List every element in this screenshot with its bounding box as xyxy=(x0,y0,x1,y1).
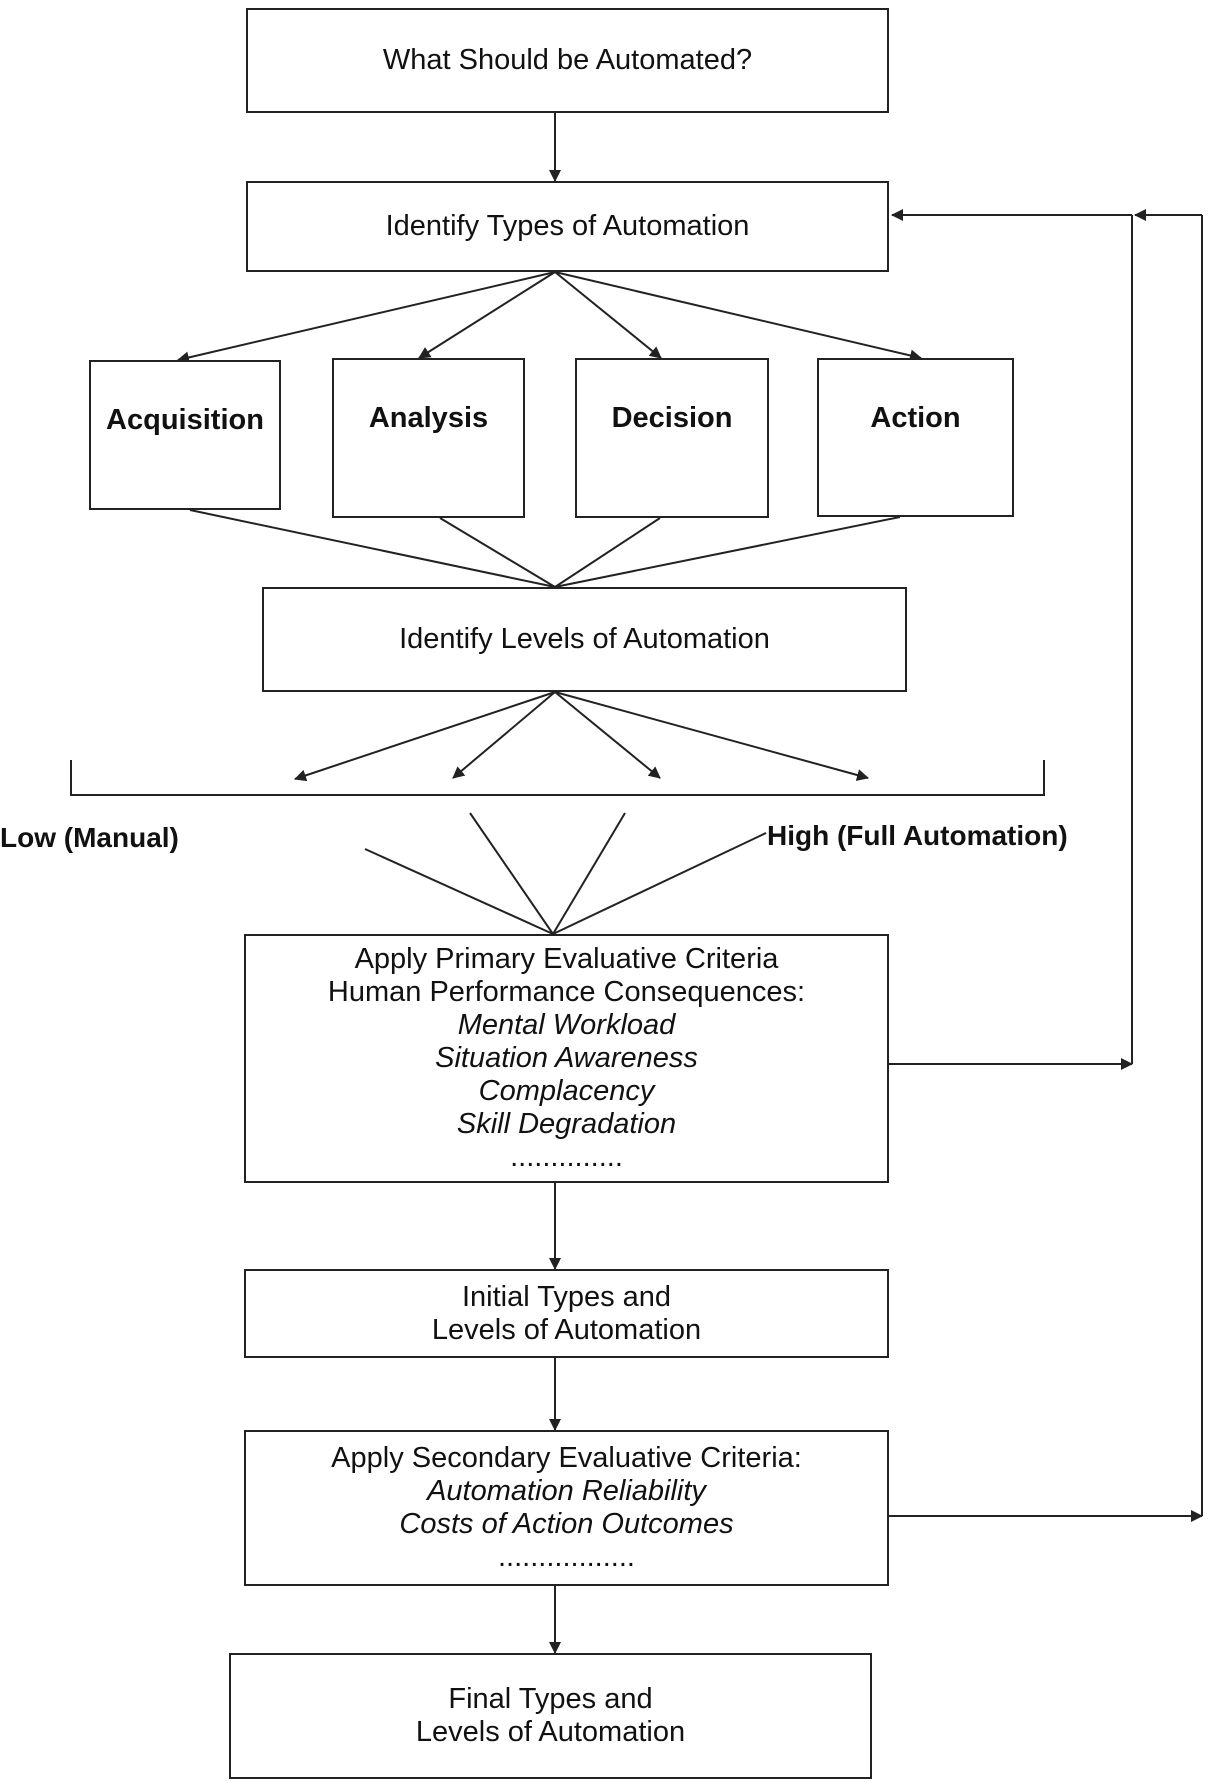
what-to-automate-label: What Should be Automated? xyxy=(382,44,753,76)
criterion-costs-of-action-outcomes: Costs of Action Outcomes xyxy=(399,1508,734,1540)
acquisition-label: Acquisition xyxy=(106,404,264,436)
arrow-to-analysis xyxy=(418,271,556,359)
acquisition-box: Acquisition xyxy=(89,360,281,510)
final-types-line1: Final Types and xyxy=(448,1683,653,1715)
converge-action xyxy=(554,516,901,588)
converge-scale-2 xyxy=(469,812,554,935)
final-types-line2: Levels of Automation xyxy=(415,1716,686,1748)
initial-types-line1: Initial Types and xyxy=(461,1280,672,1313)
criterion-mental-workload: Mental Workload xyxy=(457,1009,676,1041)
secondary-criteria-title: Apply Secondary Evaluative Criteria: xyxy=(331,1442,802,1474)
analysis-label: Analysis xyxy=(368,402,489,434)
initial-types-line2: Levels of Automation xyxy=(431,1313,702,1346)
arrow-to-decision xyxy=(554,271,662,359)
decision-box: Decision xyxy=(575,358,769,518)
arrow-level-3 xyxy=(554,691,661,779)
criterion-skill-degradation: Skill Degradation xyxy=(456,1108,677,1140)
decision-label: Decision xyxy=(611,402,733,434)
identify-levels-box: Identify Levels of Automation xyxy=(262,587,907,692)
primary-criteria-ellipsis: .............. xyxy=(510,1141,623,1173)
identify-levels-label: Identify Levels of Automation xyxy=(399,623,770,655)
primary-criteria-subtitle: Human Performance Consequences: xyxy=(327,976,806,1008)
converge-decision xyxy=(554,517,661,588)
converge-scale-4 xyxy=(552,832,767,935)
final-types-box: Final Types and Levels of Automation xyxy=(229,1653,872,1779)
arrow-to-action xyxy=(554,271,922,362)
arrow-level-1 xyxy=(294,691,556,782)
secondary-criteria-box: Apply Secondary Evaluative Criteria: Aut… xyxy=(244,1430,889,1586)
criterion-complacency: Complacency xyxy=(478,1075,655,1107)
arrow-level-4 xyxy=(554,691,869,781)
action-label: Action xyxy=(870,402,961,434)
what-to-automate-box: What Should be Automated? xyxy=(246,8,889,113)
criterion-situation-awareness: Situation Awareness xyxy=(435,1042,698,1074)
converge-scale-3 xyxy=(552,812,626,935)
scale-low-label: Low (Manual) xyxy=(0,822,179,853)
arrow-level-2 xyxy=(452,691,556,779)
arrow-to-acquisition xyxy=(177,271,556,364)
scale-high-label: High (Full Automation) xyxy=(767,820,1068,851)
secondary-criteria-ellipsis: ................. xyxy=(498,1541,635,1573)
level-scale-bracket xyxy=(70,760,1045,796)
converge-analysis xyxy=(439,517,556,588)
converge-scale-1 xyxy=(364,848,554,935)
primary-criteria-box: Apply Primary Evaluative Criteria Human … xyxy=(244,934,889,1183)
identify-types-label: Identify Types of Automation xyxy=(385,210,750,242)
converge-acquisition xyxy=(189,509,556,588)
identify-types-box: Identify Types of Automation xyxy=(246,181,889,272)
action-box: Action xyxy=(817,358,1014,517)
criterion-automation-reliability: Automation Reliability xyxy=(427,1475,706,1507)
primary-criteria-title: Apply Primary Evaluative Criteria xyxy=(354,943,779,975)
analysis-box: Analysis xyxy=(332,358,525,518)
initial-types-box: Initial Types and Levels of Automation xyxy=(244,1269,889,1358)
